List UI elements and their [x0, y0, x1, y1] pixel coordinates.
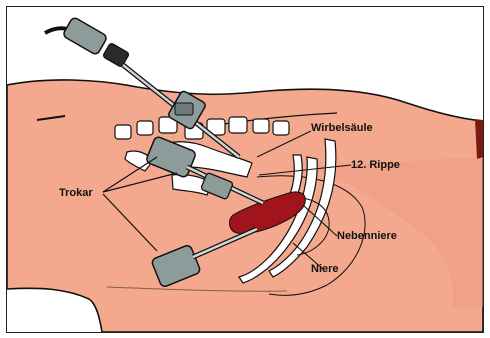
label-kidney: Niere	[311, 264, 339, 275]
label-adrenal: Nebenniere	[337, 231, 397, 242]
label-trocar: Trokar	[59, 188, 93, 199]
trocar-head-top	[175, 103, 193, 115]
label-rib: 12. Rippe	[351, 160, 400, 171]
illustration-frame: Wirbelsäule 12. Rippe Trokar Nebenniere …	[6, 6, 484, 333]
laparoscopy-illustration	[7, 7, 483, 332]
label-spine: Wirbelsäule	[311, 123, 373, 134]
